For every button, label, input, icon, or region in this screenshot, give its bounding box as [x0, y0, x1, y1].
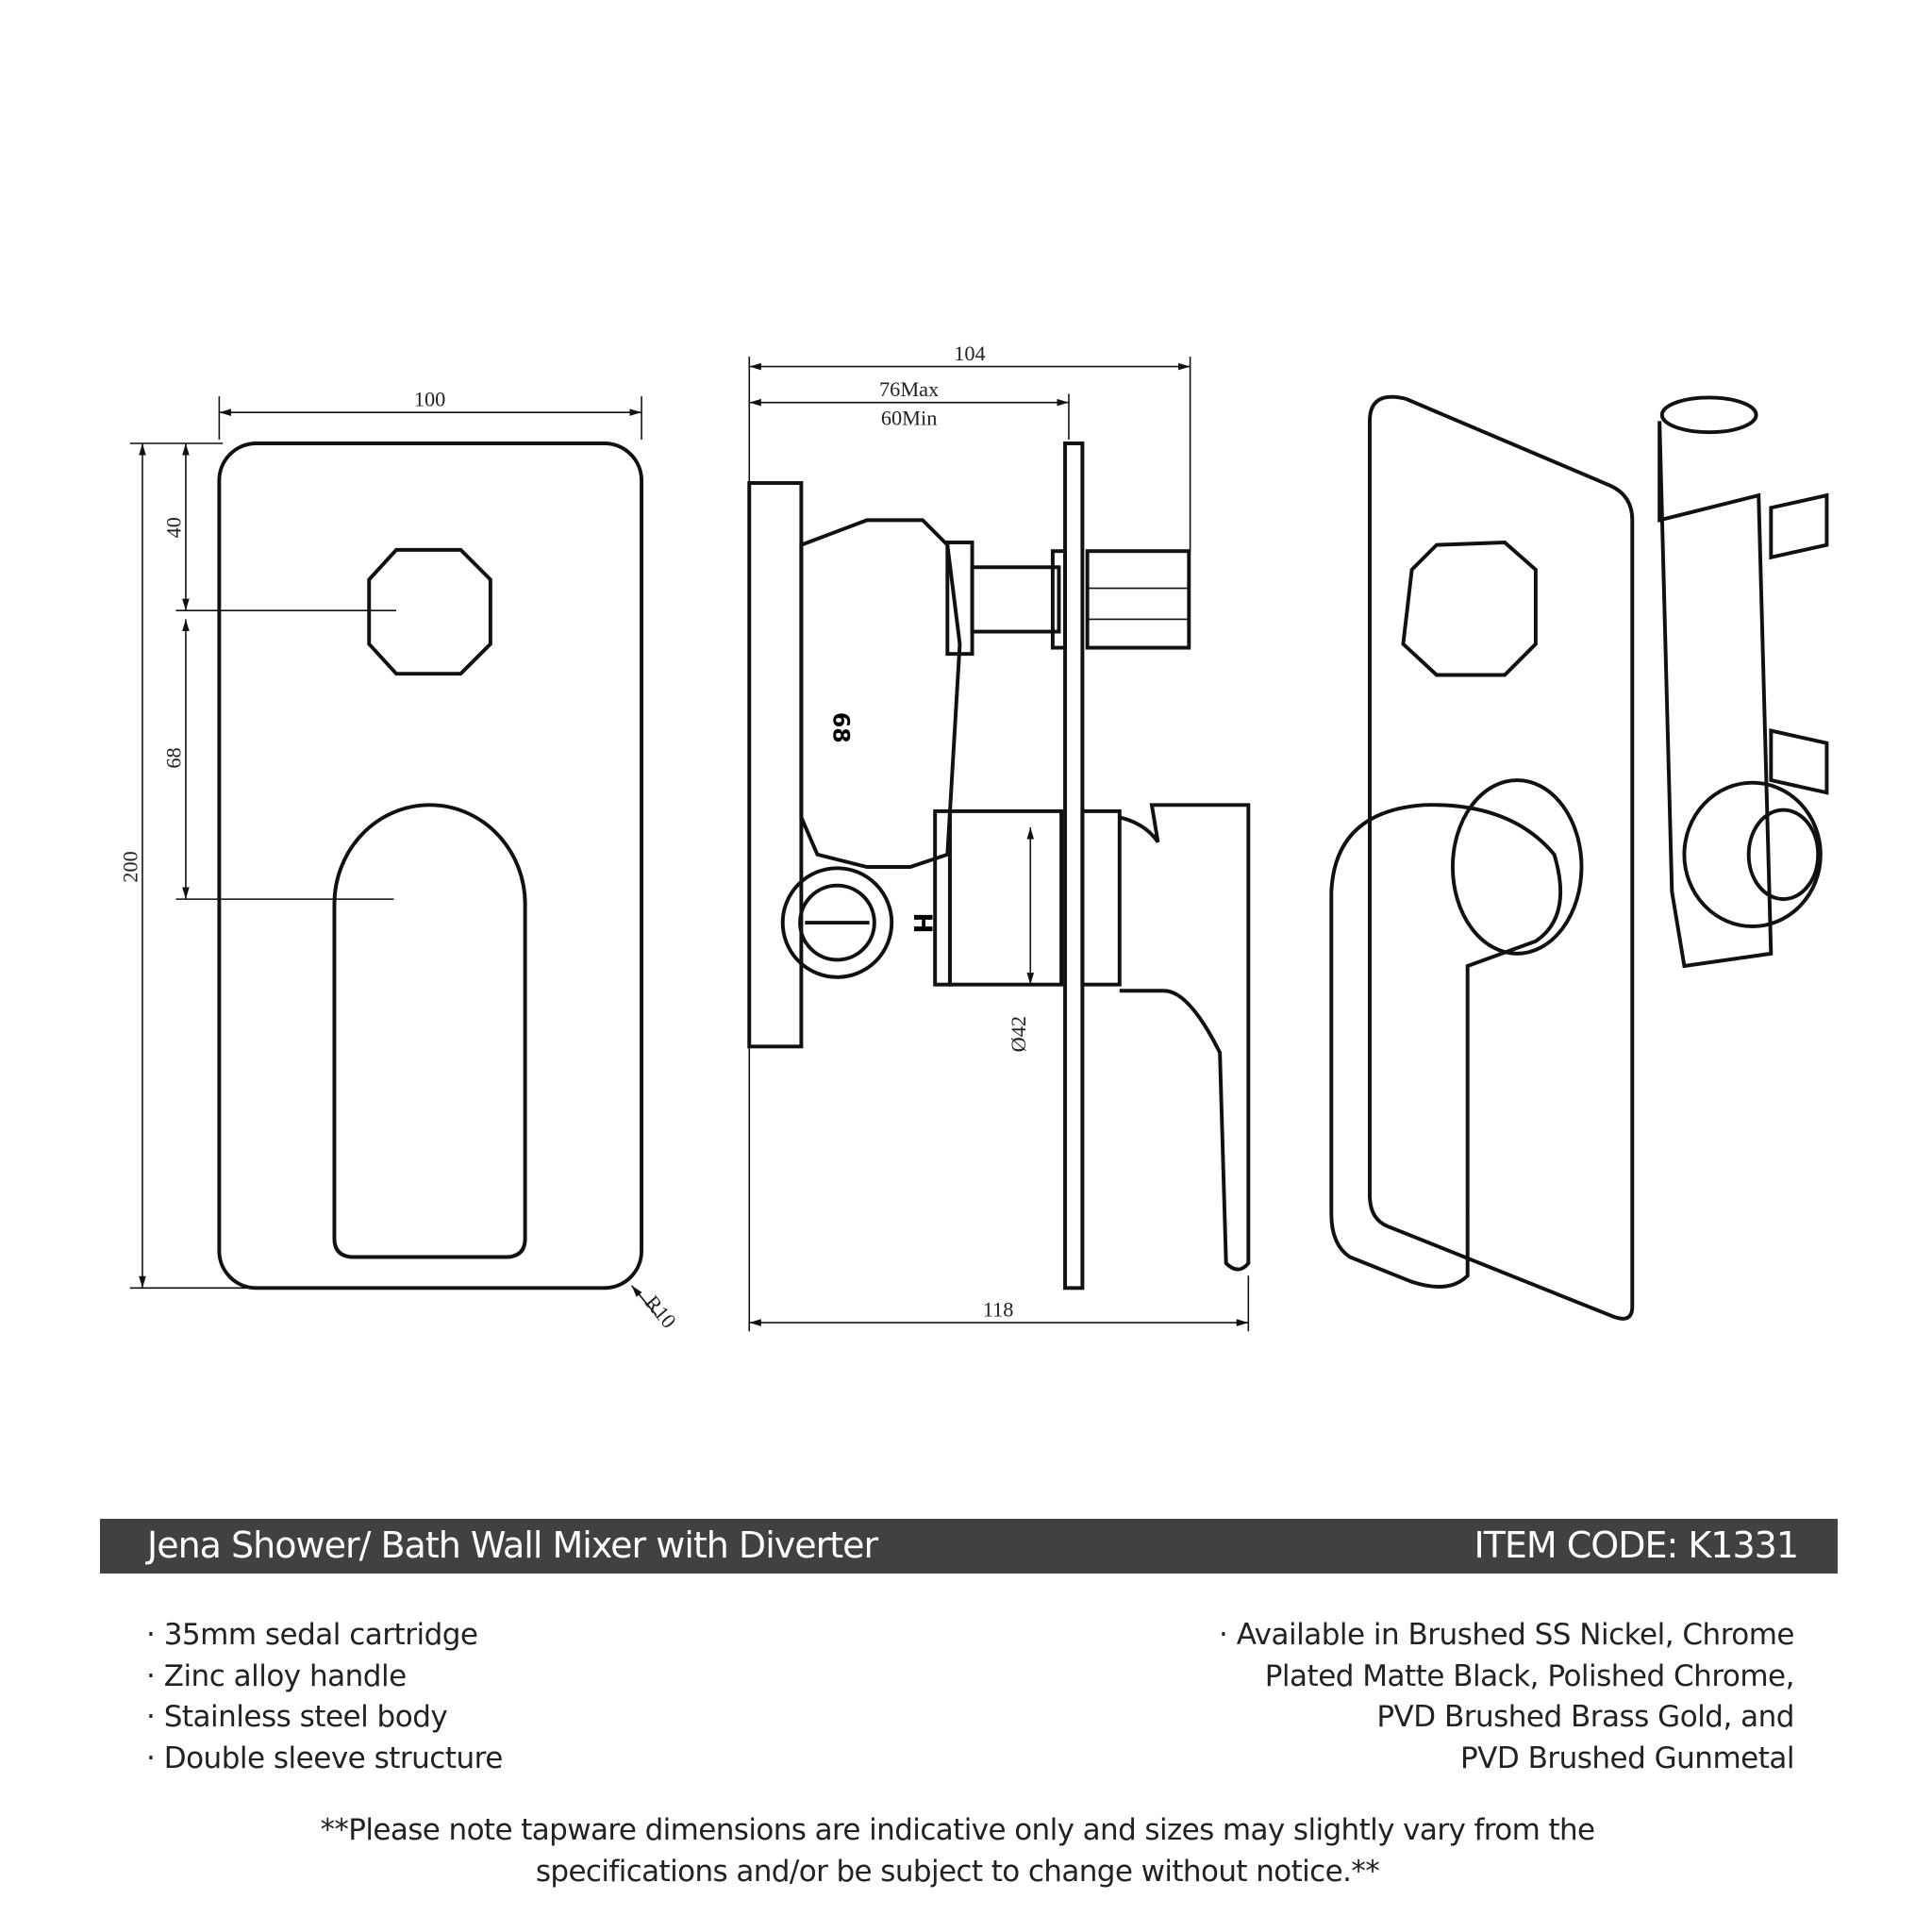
- handle-side: [1119, 803, 1251, 1272]
- finish-list: · Available in Brushed SS Nickel, Chrome…: [1219, 1615, 1794, 1779]
- dim-spacing: 68: [162, 747, 186, 768]
- front-view: 100 200 40 68 R10: [119, 388, 681, 1333]
- item-code: ITEM CODE: K1331: [1474, 1524, 1799, 1566]
- finish-line: PVD Brushed Gunmetal: [1459, 1740, 1795, 1775]
- feature-item: · Stainless steel body: [146, 1700, 448, 1734]
- mixer-handle: [332, 803, 527, 1259]
- iso-cover-plate: [1368, 394, 1635, 1321]
- diverter-knob: [367, 547, 492, 676]
- iso-handle: [1329, 803, 1563, 1289]
- isometric-view: [1329, 394, 1829, 1321]
- disclaimer-line: specifications and/or be subject to chan…: [535, 1855, 1380, 1889]
- cartridge-sleeve: [947, 808, 1064, 987]
- valve-body: [747, 481, 804, 1049]
- diverter-knob-side: [1085, 549, 1191, 650]
- disclaimer: **Please note tapware dimensions are ind…: [0, 1809, 1915, 1892]
- iso-diverter-knob: [1401, 541, 1538, 677]
- body-mark: 68: [828, 712, 855, 743]
- disclaimer-line: **Please note tapware dimensions are ind…: [320, 1813, 1595, 1847]
- feature-item: · 35mm sedal cartridge: [146, 1618, 478, 1652]
- cover-plate: [217, 441, 644, 1291]
- feature-list: · 35mm sedal cartridge · Zinc alloy hand…: [146, 1615, 503, 1779]
- dim-width: 100: [414, 388, 445, 411]
- outlet-port: [1659, 395, 1758, 435]
- dim-height: 200: [119, 851, 142, 882]
- side-plate: [1063, 441, 1085, 1291]
- side-view: 104 76Max 60Min 68 H Ø42 118: [747, 341, 1251, 1332]
- title-banner: Jena Shower/ Bath Wall Mixer with Divert…: [100, 1519, 1838, 1574]
- dim-min: 60Min: [881, 406, 937, 429]
- dim-max: 76Max: [879, 377, 939, 401]
- dim-depth: 104: [954, 341, 985, 365]
- feature-item: · Double sleeve structure: [146, 1740, 503, 1775]
- valve-casting: [799, 518, 962, 869]
- dim-top-offset: 40: [162, 517, 186, 538]
- product-title: Jena Shower/ Bath Wall Mixer with Divert…: [147, 1524, 878, 1566]
- inlet-port: [780, 866, 894, 979]
- feature-item: · Zinc alloy handle: [146, 1658, 407, 1693]
- dim-diameter: Ø42: [1007, 1016, 1030, 1052]
- finish-line: · Available in Brushed SS Nickel, Chrome: [1219, 1618, 1794, 1652]
- dim-total-depth: 118: [983, 1298, 1014, 1322]
- dim-radius: R10: [641, 1291, 681, 1333]
- finish-line: Plated Matte Black, Polished Chrome,: [1264, 1658, 1795, 1693]
- finish-line: PVD Brushed Brass Gold, and: [1376, 1700, 1794, 1734]
- hot-mark: H: [908, 913, 936, 934]
